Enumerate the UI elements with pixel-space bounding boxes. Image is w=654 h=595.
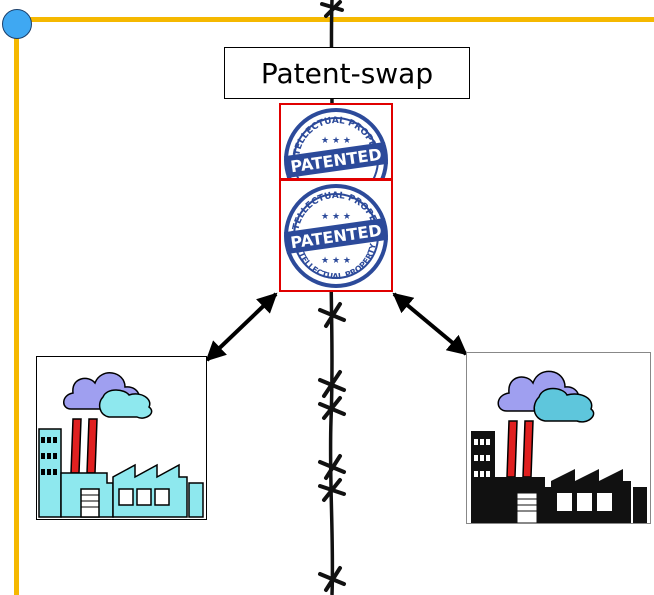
factory-left-image bbox=[36, 356, 207, 520]
patent-swap-title: Patent-swap bbox=[224, 47, 470, 99]
smoke-right-cyan-icon bbox=[533, 387, 595, 423]
arrow-left-factory-to-patent bbox=[205, 292, 278, 362]
corner-handle-dot[interactable] bbox=[2, 9, 32, 39]
chimney-left-icon bbox=[70, 418, 82, 474]
chimney-right-icon bbox=[86, 418, 98, 474]
svg-text:★ ★ ★: ★ ★ ★ bbox=[321, 212, 351, 222]
svg-text:★ ★ ★: ★ ★ ★ bbox=[321, 256, 351, 266]
factory-right-image bbox=[466, 352, 651, 524]
patent-stamp-bottom: INTELLECTUAL PROPERTY INTELLECTUAL PROPE… bbox=[279, 179, 393, 292]
arrow-right-factory-to-patent bbox=[392, 292, 468, 356]
frame-left-line bbox=[14, 17, 19, 595]
frame-top-line bbox=[14, 17, 654, 22]
svg-text:★ ★ ★: ★ ★ ★ bbox=[321, 136, 351, 146]
patent-stamp-top: INTELLECTUAL PROPERTY ★ ★ ★ PATENTED bbox=[279, 103, 393, 180]
